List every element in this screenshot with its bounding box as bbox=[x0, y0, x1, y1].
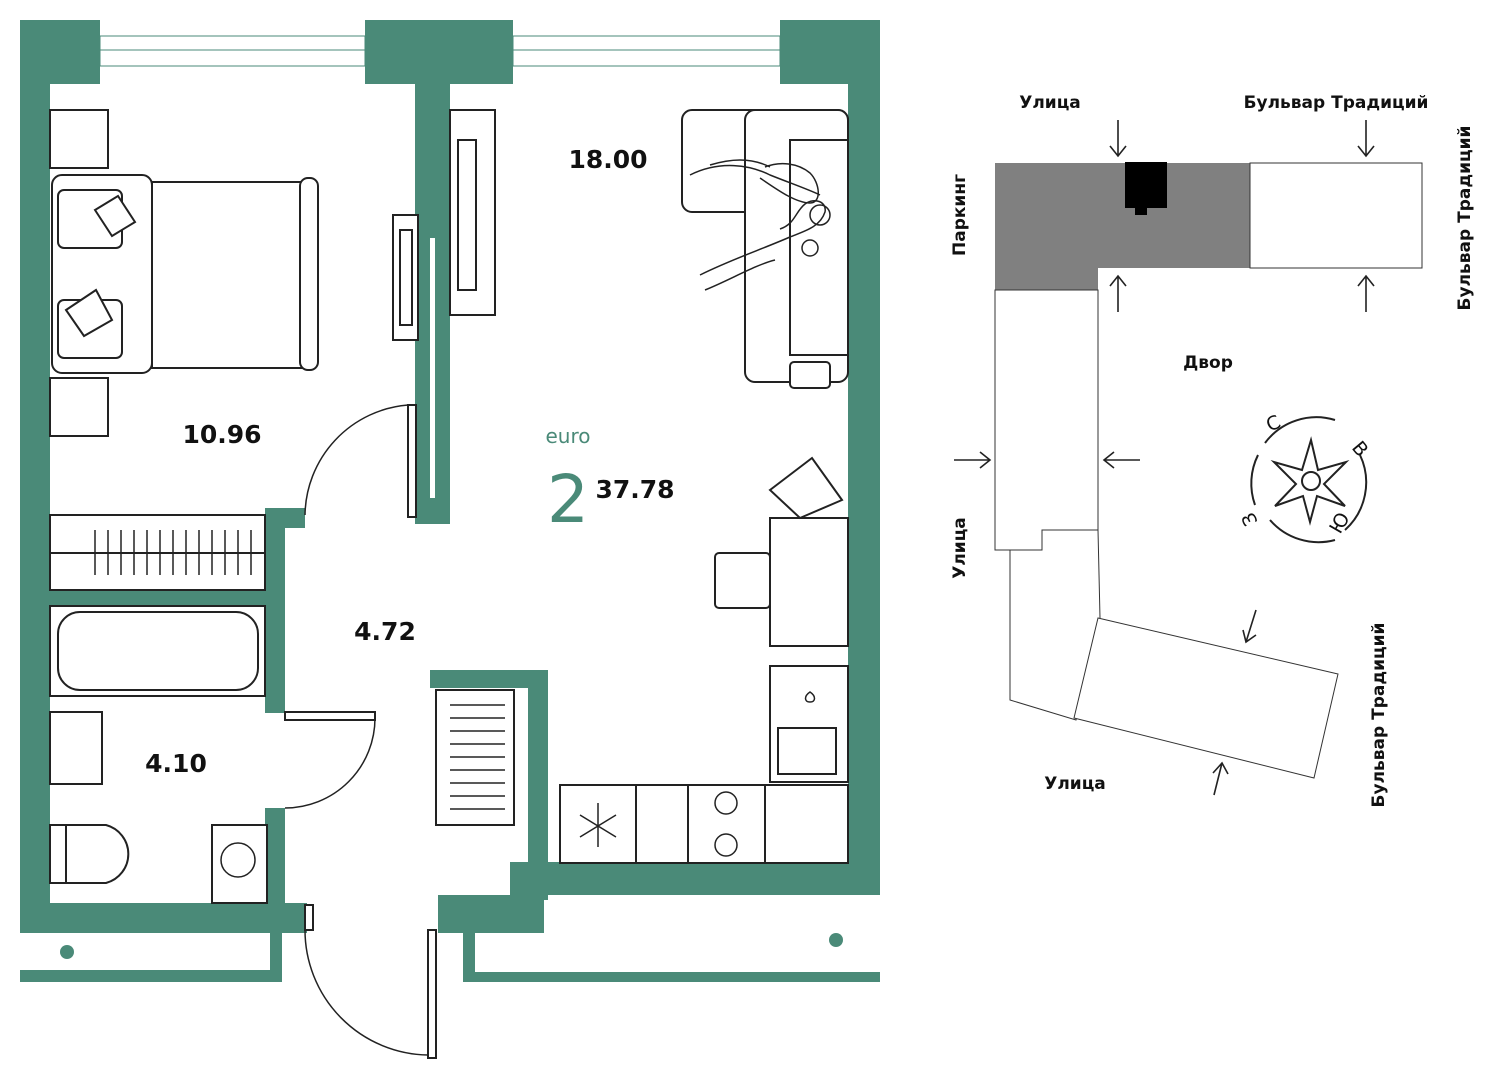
hall-area-label: 4.72 bbox=[354, 617, 416, 646]
bedroom-area-label: 10.96 bbox=[182, 420, 261, 449]
boulevard-bottom: Бульвар Традиций bbox=[1369, 623, 1389, 808]
sink-icon bbox=[769, 665, 849, 783]
yard-label: Двор bbox=[1183, 353, 1233, 373]
street-bottom: Улица bbox=[1044, 774, 1106, 794]
wardrobe-icon bbox=[49, 514, 266, 591]
toilet-icon bbox=[49, 824, 130, 884]
boulevard-top: Бульвар Традиций bbox=[1244, 93, 1429, 113]
building-highlight bbox=[995, 163, 1250, 290]
washing-machine-icon bbox=[211, 824, 268, 904]
entrance-marker bbox=[1125, 162, 1167, 208]
sofa-icon bbox=[681, 109, 849, 389]
wardrobe-icon bbox=[435, 689, 515, 826]
walls bbox=[20, 20, 880, 982]
street-top: Улица bbox=[1019, 93, 1081, 113]
dining-table-icon bbox=[714, 456, 849, 647]
boulevard-right: Бульвар Традиций bbox=[1455, 126, 1475, 311]
apartment-type-label: euro bbox=[546, 424, 591, 448]
doors bbox=[284, 404, 437, 1059]
tv-icon bbox=[392, 214, 419, 341]
compass-south: Ю bbox=[1325, 509, 1354, 538]
tv-icon bbox=[449, 109, 496, 316]
bed-icon bbox=[49, 109, 319, 437]
compass-west: З bbox=[1237, 509, 1262, 529]
compass-north: С bbox=[1263, 411, 1284, 437]
people-icon bbox=[689, 159, 831, 291]
sink-icon bbox=[49, 711, 103, 785]
apartment-total-area: 37.78 bbox=[595, 475, 674, 504]
stove-icon bbox=[559, 784, 849, 864]
living-area-label: 18.00 bbox=[568, 145, 647, 174]
street-left: Улица bbox=[950, 517, 970, 579]
compass-east: В bbox=[1347, 437, 1372, 461]
bathroom-area-label: 4.10 bbox=[145, 749, 207, 778]
apartment-rooms-count: 2 bbox=[547, 461, 589, 538]
fridge-icon bbox=[579, 803, 617, 847]
compass: С В Ю З bbox=[1237, 411, 1372, 544]
arrow-icons bbox=[954, 120, 1375, 796]
parking-label: Паркинг bbox=[950, 174, 970, 256]
bathtub-icon bbox=[49, 605, 266, 697]
site-plan: С В Ю З Улица Бульвар Традиций Бульвар Т… bbox=[950, 93, 1475, 807]
